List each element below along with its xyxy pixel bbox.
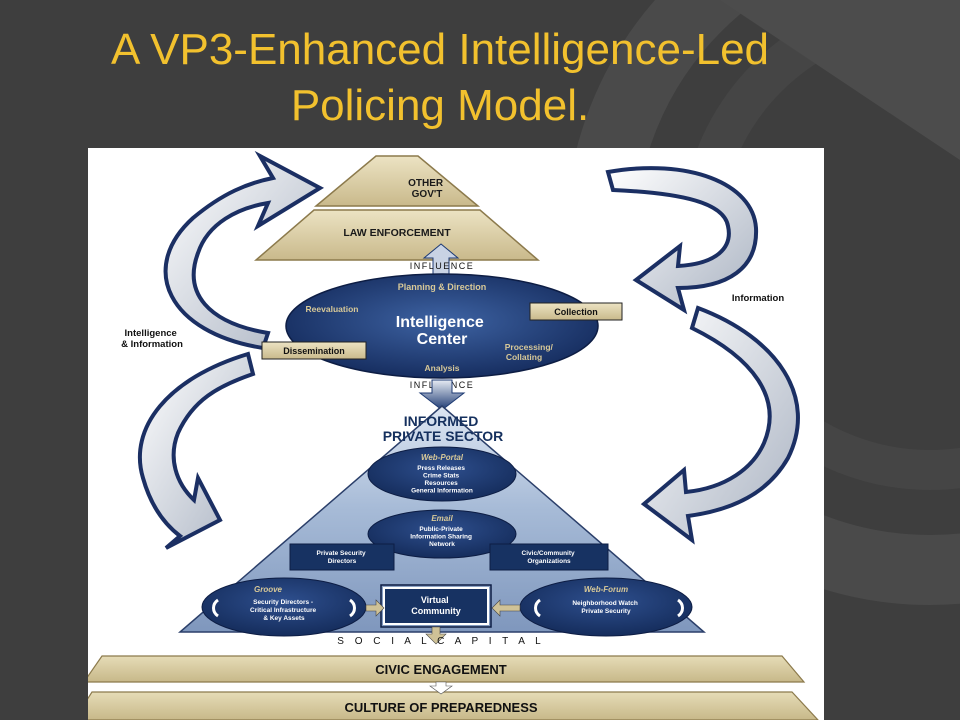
arrow-right-to-virtual-icon [365,599,385,617]
side-left-line1: Intelligence [125,328,177,339]
intelligence-center-title-line2: Center [417,331,468,348]
intelligence-center: Planning & Direction Reevaluation Intell… [285,273,599,379]
email-item-1: Public-Private [419,526,463,533]
analysis-label: Analysis [425,363,460,373]
collection-tag: Collection [529,302,623,321]
informed-private-sector-label: INFORMED PRIVATE SECTOR [383,413,504,444]
civic-engagement-band: CIVIC ENGAGEMENT [88,655,806,683]
groove-left-bracket-icon [212,598,219,618]
dissemination-tag: Dissemination [261,341,367,360]
slide-title: A VP3-Enhanced Intelligence-Led Policing… [0,22,880,134]
web-portal-title: Web-Portal [421,453,464,462]
groove-item-3: & Key Assets [263,615,305,622]
email-title: Email [431,514,453,523]
private-security-directors-label: Private Security Directors [317,550,368,565]
email-item-3: Network [429,541,455,548]
community-line: Community [411,606,461,616]
web-forum-item-1: Neighborhood Watch [572,600,638,607]
email-items: Public-Private Information Sharing Netwo… [410,526,474,548]
intelligence-information-label: Intelligence & Information [121,328,183,350]
web-portal-item-3: Resources [424,480,458,487]
intelligence-center-title-line1: Intelligence [396,314,484,331]
groove-right-bracket-icon [349,598,356,618]
culture-preparedness-band: CULTURE OF PREPAREDNESS [88,691,819,720]
slide-title-line-2: Policing Model. [290,81,590,130]
top-pyramid: OTHER GOV'T LAW ENFORCEMENT [253,155,541,261]
arrow-down-between-bands-icon [429,681,453,695]
groove-title: Groove [254,585,283,594]
psd-line1: Private Security [317,550,367,557]
groove-items: Security Directors - Critical Infrastruc… [250,599,318,622]
virtual-community-box: Virtual Community [365,584,521,645]
other-govt-line2: GOV'T [412,189,443,200]
civic-line1: Civic/Community [522,550,575,557]
private-security-directors-box: Private Security Directors [289,543,395,571]
processing-collating-label: Processing/ Collating [505,342,556,362]
email-node: Email Public-Private Information Sharing… [367,509,517,559]
psd-line2: Directors [328,558,357,565]
collection-label: Collection [554,307,598,317]
reevaluation-label: Reevaluation [306,304,359,314]
civic-community-label: Civic/Community Organizations [522,550,577,565]
influence-top-label: INFLUENCE [410,261,475,271]
web-forum-node: Web-Forum Neighborhood Watch Private Sec… [519,577,693,637]
email-item-2: Information Sharing [410,534,472,541]
other-govt-line1: OTHER [408,178,444,189]
right-curved-arrow-in [605,166,759,315]
groove-item-2: Critical Infrastructure [250,607,316,614]
other-govt-label: OTHER GOV'T [408,178,446,200]
intelligence-center-title: Intelligence Center [396,314,488,348]
virtual-line: Virtual [421,595,449,605]
planning-direction-label: Planning & Direction [398,282,487,292]
web-portal: Web-Portal Press Releases Crime Stats Re… [367,446,517,502]
civic-community-box: Civic/Community Organizations [489,543,609,571]
web-forum-right-bracket-icon [677,598,684,618]
virtual-community-label: Virtual Community [411,595,461,616]
information-label: Information [732,293,784,304]
arrow-down-from-virtual-icon [425,626,447,645]
left-curved-arrow-down [137,351,256,550]
web-portal-items: Press Releases Crime Stats Resources Gen… [411,465,473,495]
informed-line: INFORMED [404,413,479,429]
processing-line1: Processing/ [505,342,554,352]
groove-item-1: Security Directors - [253,599,313,606]
web-forum-title: Web-Forum [584,585,628,594]
processing-line2: Collating [506,352,542,362]
private-sector-line: PRIVATE SECTOR [383,428,504,444]
web-portal-item-2: Crime Stats [423,473,460,480]
culture-preparedness-label: CULTURE OF PREPAREDNESS [344,700,537,715]
web-forum-items: Neighborhood Watch Private Security [572,600,639,615]
civic-engagement-label: CIVIC ENGAGEMENT [375,662,507,677]
side-left-line2: & Information [121,339,183,350]
slide-title-line-1: A VP3-Enhanced Intelligence-Led [110,25,770,74]
dissemination-label: Dissemination [283,346,345,356]
web-portal-item-4: General Information [411,488,473,495]
web-forum-item-2: Private Security [581,608,631,615]
left-curved-arrow-up [163,150,325,351]
influence-up-arrow [422,243,460,275]
arrow-left-to-virtual-icon [491,599,521,617]
right-curved-arrow-out [640,305,800,545]
social-capital-label: S O C I A L C A P I T A L [337,636,544,647]
web-portal-item-1: Press Releases [417,465,465,472]
web-forum-left-bracket-icon [534,598,541,618]
law-enforcement-label: LAW ENFORCEMENT [343,227,451,239]
influence-down-arrow [418,379,466,411]
groove-node: Groove Security Directors - Critical Inf… [201,577,367,637]
other-govt-apex [313,155,481,207]
law-enforcement-band [253,209,541,261]
ilp-model-diagram: OTHER GOV'T LAW ENFORCEMENT INFLUENCE Pl… [88,148,824,720]
civic-line2: Organizations [527,558,571,565]
